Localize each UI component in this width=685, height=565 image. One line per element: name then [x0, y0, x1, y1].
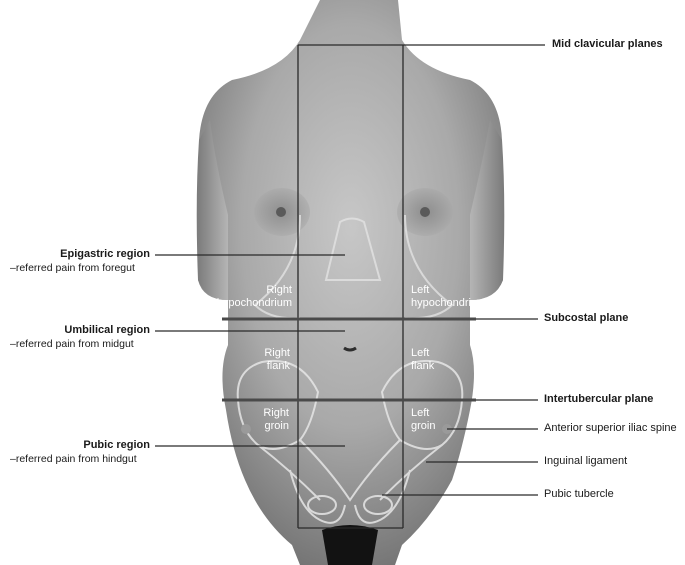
- right-hypochondrium-label: Right hypochondrium: [217, 284, 292, 310]
- umbilical-region-note: –referred pain from midgut: [10, 338, 134, 351]
- umbilical-region-label: Umbilical region: [64, 324, 150, 337]
- pubic-region-note: –referred pain from hindgut: [10, 453, 137, 466]
- left-groin-label: Left groin: [411, 407, 435, 433]
- asis-label: Anterior superior iliac spine: [544, 422, 677, 435]
- right-flank-label: Right flank: [264, 347, 290, 373]
- asis-marker-right: [241, 424, 251, 434]
- torso-shape: [198, 0, 503, 565]
- pubic-tubercle-label: Pubic tubercle: [544, 488, 614, 501]
- intertubercular-plane-label: Intertubercular plane: [544, 393, 653, 406]
- right-groin-label: Right groin: [263, 407, 289, 433]
- pubic-region-label: Pubic region: [83, 439, 150, 452]
- pubic-area: [322, 525, 378, 565]
- inguinal-ligament-label: Inguinal ligament: [544, 455, 627, 468]
- left-hypochondrium-label: Left hypochondrium: [411, 284, 486, 310]
- left-flank-label: Left flank: [411, 347, 434, 373]
- epigastric-region-note: –referred pain from foregut: [10, 262, 135, 275]
- subcostal-plane-label: Subcostal plane: [544, 312, 628, 325]
- epigastric-region-label: Epigastric region: [60, 248, 150, 261]
- mid-clavicular-planes-label: Mid clavicular planes: [552, 38, 663, 51]
